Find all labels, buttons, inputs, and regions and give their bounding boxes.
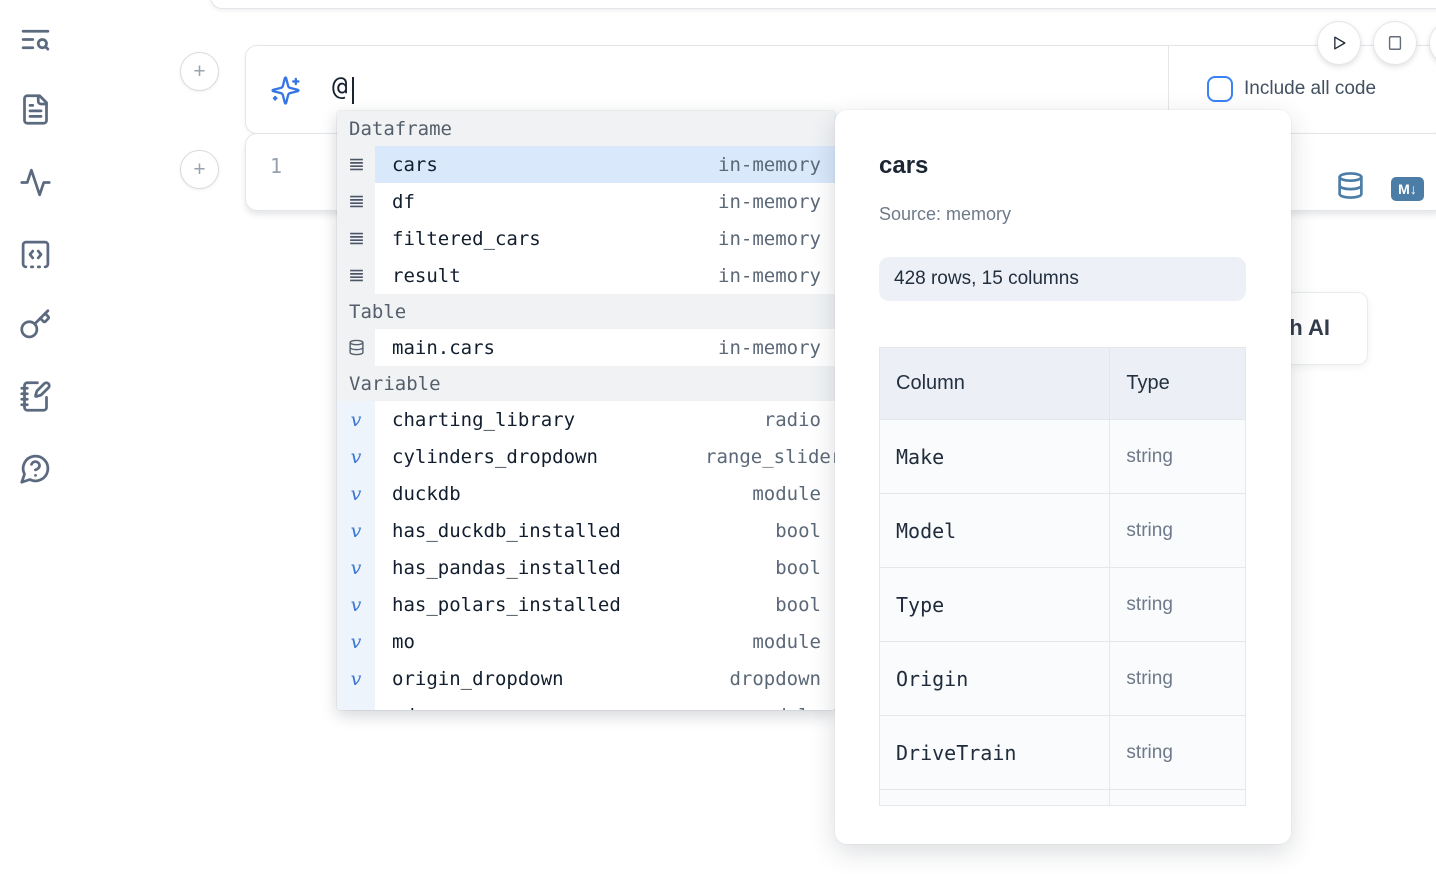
variable-icon: v <box>337 475 375 512</box>
column-header: Column <box>878 347 1111 420</box>
completion-item-charting-library[interactable]: v charting_library radio <box>337 401 835 438</box>
completion-item-duckdb[interactable]: v duckdb module <box>337 475 835 512</box>
scratchpad-code-icon[interactable] <box>19 238 52 271</box>
line-number: 1 <box>270 154 283 178</box>
ai-prompt-input[interactable]: @ <box>332 72 348 102</box>
completion-item-cars[interactable]: cars in-memory <box>337 146 835 183</box>
include-all-code-checkbox[interactable] <box>1207 76 1233 102</box>
completion-item-filtered-cars[interactable]: filtered_cars in-memory <box>337 220 835 257</box>
schema-header-row: Column Type <box>878 347 1246 420</box>
variable-icon: v <box>337 438 375 475</box>
schema-table: Column Type Make string Model string Typ… <box>878 347 1246 806</box>
text-cursor <box>352 77 354 104</box>
completion-item-result[interactable]: result in-memory <box>337 257 835 294</box>
activity-icon[interactable] <box>19 166 52 199</box>
type-header: Type <box>1109 347 1246 420</box>
add-cell-button[interactable]: + <box>180 150 219 189</box>
completion-section-header: Variable <box>337 366 835 401</box>
file-text-icon[interactable] <box>19 93 52 126</box>
add-cell-button[interactable]: + <box>180 52 219 91</box>
completion-item-origin-dropdown[interactable]: v origin_dropdown dropdown <box>337 660 835 697</box>
include-all-code-label: Include all code <box>1244 78 1377 99</box>
dataframe-icon <box>337 257 375 294</box>
preview-title: cars <box>879 152 929 179</box>
ai-button-label: h AI <box>1289 315 1330 340</box>
key-icon[interactable] <box>19 308 52 341</box>
completion-item-has-pandas-installed[interactable]: v has_pandas_installed bool <box>337 549 835 586</box>
completion-item-df[interactable]: df in-memory <box>337 183 835 220</box>
completion-section-header: Table <box>337 294 835 329</box>
stop-icon <box>1385 33 1405 53</box>
previous-cell-edge <box>210 0 1436 9</box>
table-row-partial <box>878 789 1246 806</box>
variable-icon: v <box>337 549 375 586</box>
text-search-icon[interactable] <box>19 23 52 56</box>
table-database-icon <box>337 329 375 366</box>
table-row: Type string <box>878 567 1246 642</box>
markdown-icon[interactable]: M↓ <box>1391 177 1424 201</box>
completion-section-header: Dataframe <box>337 111 835 146</box>
completion-item-mo[interactable]: v mo module <box>337 623 835 660</box>
sparkles-icon <box>270 75 301 106</box>
stop-button[interactable] <box>1373 21 1417 65</box>
completion-dropdown: Dataframe cars in-memory df in-memory fi… <box>337 111 835 710</box>
table-row: Model string <box>878 493 1246 568</box>
database-icon[interactable] <box>1336 170 1365 201</box>
dataframe-icon <box>337 146 375 183</box>
preview-source: Source: memory <box>879 204 1012 224</box>
completion-item-has-duckdb-installed[interactable]: v has_duckdb_installed bool <box>337 512 835 549</box>
table-row: DriveTrain string <box>878 715 1246 790</box>
variable-icon: v <box>337 401 375 438</box>
variable-icon: v <box>337 586 375 623</box>
completion-item-cylinders-dropdown[interactable]: v cylinders_dropdown range_slider <box>337 438 835 475</box>
help-chat-icon[interactable] <box>19 452 52 485</box>
play-icon <box>1329 33 1349 53</box>
sidebar <box>0 0 72 874</box>
completion-item-has-polars-installed[interactable]: v has_polars_installed bool <box>337 586 835 623</box>
dataframe-icon <box>337 220 375 257</box>
dataframe-preview-panel: cars Source: memory 428 rows, 15 columns… <box>835 110 1291 844</box>
completion-item-partial[interactable]: v pd module <box>337 697 835 710</box>
variable-icon: v <box>337 512 375 549</box>
dataframe-icon <box>337 183 375 220</box>
variable-icon: v <box>337 697 375 710</box>
table-row: Origin string <box>878 641 1246 716</box>
divider <box>1168 46 1169 133</box>
variable-icon: v <box>337 623 375 660</box>
table-row: Make string <box>878 419 1246 494</box>
shape-badge: 428 rows, 15 columns <box>879 257 1246 301</box>
run-cell-button[interactable] <box>1317 21 1361 65</box>
completion-item-main-cars[interactable]: main.cars in-memory <box>337 329 835 366</box>
notebook-pen-icon[interactable] <box>19 380 52 413</box>
variable-icon: v <box>337 660 375 697</box>
